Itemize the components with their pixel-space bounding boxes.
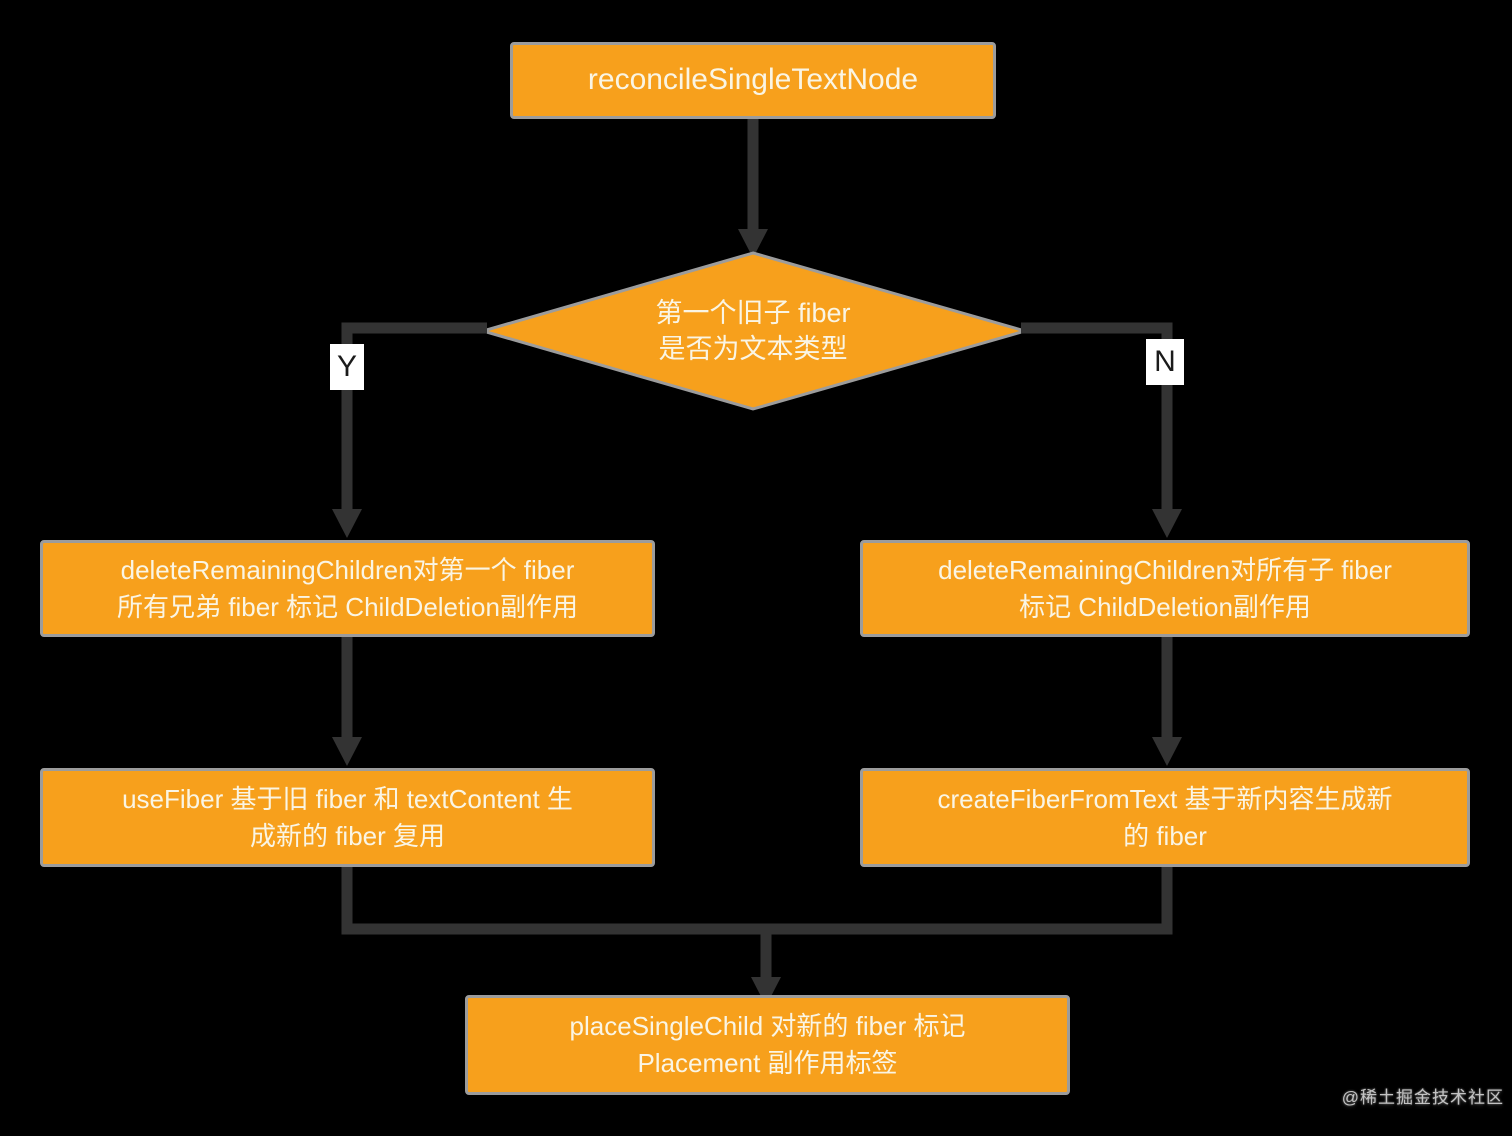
node-use-fiber-line-2: 成新的 fiber 复用 xyxy=(249,820,446,851)
arrowhead-no-delete-to-create xyxy=(1152,737,1182,766)
node-use-fiber-line-1: useFiber 基于旧 fiber 和 textContent 生 xyxy=(122,783,573,814)
node-place-single-child: placeSingleChild 对新的 fiber 标记 Placement … xyxy=(465,995,1070,1095)
decision-diamond-shape xyxy=(477,251,1031,411)
node-reconcile-single-text-node-label: reconcileSingleTextNode xyxy=(587,63,919,97)
node-no-delete-line-2: 标记 ChildDeletion副作用 xyxy=(1019,591,1311,622)
node-place-single-child-line-2: Placement 副作用标签 xyxy=(637,1048,898,1078)
node-yes-delete-line-2: 所有兄弟 fiber 标记 ChildDeletion副作用 xyxy=(117,591,578,622)
connector-branch-yes xyxy=(341,322,487,512)
node-create-fiber-line-1: createFiberFromText 基于新内容生成新 xyxy=(937,783,1393,814)
node-create-fiber-from-text: createFiberFromText 基于新内容生成新 的 fiber xyxy=(860,768,1470,867)
connector-branch-no xyxy=(1021,322,1173,512)
node-use-fiber: useFiber 基于旧 fiber 和 textContent 生 成新的 f… xyxy=(40,768,655,867)
node-create-fiber-line-2: 的 fiber xyxy=(1123,820,1207,851)
watermark: @稀土掘金技术社区 xyxy=(1341,1088,1504,1107)
node-yes-delete-remaining-children: deleteRemainingChildren对第一个 fiber 所有兄弟 f… xyxy=(40,540,655,637)
branch-label-yes-text: Y xyxy=(336,350,357,383)
branch-label-no-text: N xyxy=(1154,345,1176,378)
branch-label-yes: Y xyxy=(330,344,364,390)
decision-line-2: 是否为文本类型 xyxy=(658,334,848,364)
node-yes-delete-line-1: deleteRemainingChildren对第一个 fiber xyxy=(120,554,575,585)
decision-line-1: 第一个旧子 fiber xyxy=(655,298,851,329)
arrowhead-branch-no xyxy=(1152,509,1182,538)
arrowhead-branch-yes xyxy=(332,509,362,538)
node-no-delete-remaining-children: deleteRemainingChildren对所有子 fiber 标记 Chi… xyxy=(860,540,1470,637)
node-reconcile-single-text-node: reconcileSingleTextNode xyxy=(510,42,996,119)
connector-merge-to-place xyxy=(341,867,1173,980)
branch-label-no: N xyxy=(1146,339,1184,385)
arrowhead-merge-to-place xyxy=(751,977,781,1006)
node-place-single-child-line-1: placeSingleChild 对新的 fiber 标记 xyxy=(569,1011,966,1042)
node-no-delete-line-1: deleteRemainingChildren对所有子 fiber xyxy=(938,554,1392,585)
decision-node-text: 第一个旧子 fiber 是否为文本类型 xyxy=(553,288,953,376)
arrowhead-yes-delete-to-reuse xyxy=(332,737,362,766)
arrowhead-title-to-decision xyxy=(738,229,768,258)
